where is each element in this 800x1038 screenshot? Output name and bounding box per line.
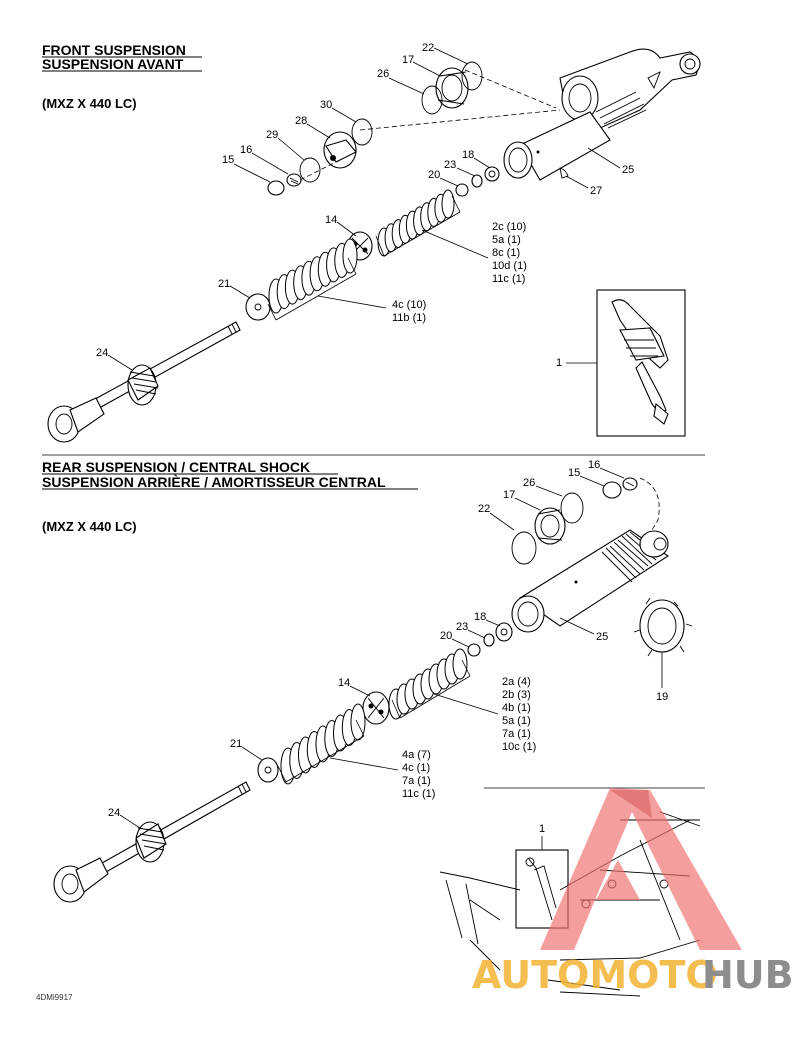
kit-item: 4b (1) [502, 702, 531, 714]
spring-disc [441, 189, 455, 219]
callout: 17 [503, 489, 515, 501]
callout: 24 [96, 347, 108, 359]
callout: 14 [338, 677, 350, 689]
kit-item: 2c (10) [492, 221, 526, 233]
rear-model: (MXZ X 440 LC) [42, 519, 137, 534]
rear-adjuster-collar [633, 597, 693, 657]
callout: 30 [320, 99, 332, 111]
rear-compression-piston [362, 691, 390, 725]
callout: 21 [230, 738, 242, 750]
rear-oring-26 [560, 492, 584, 524]
kit-item: 2a (4) [502, 676, 531, 688]
front-spring-stack-upper [377, 189, 455, 257]
callout: 25 [596, 631, 608, 643]
callout: 21 [218, 278, 230, 290]
callout: 20 [428, 169, 440, 181]
rear-callouts: 16 15 26 17 22 18 23 20 25 19 14 21 24 1 [108, 459, 668, 850]
kit-item: 11c (1) [492, 273, 525, 285]
callout: 23 [456, 621, 468, 633]
callout: 16 [240, 144, 252, 156]
watermark-logo: AUTOMOTO HUB [472, 788, 794, 997]
callout: 22 [478, 503, 490, 515]
drawing-code: 4DMi9917 [36, 993, 73, 1002]
callout: 1 [539, 823, 545, 835]
watermark-text-left: AUTOMOTO [472, 953, 718, 997]
front-piston [323, 118, 373, 169]
kit-item: 8c (1) [492, 247, 520, 259]
front-shaft [47, 321, 241, 443]
kit-item: 11b (1) [392, 312, 426, 324]
callout: 18 [462, 149, 474, 161]
kit-item: 10c (1) [502, 741, 536, 753]
front-shock-assembly [47, 48, 701, 443]
kit-item: 4a (7) [402, 749, 431, 761]
front-bushing [286, 173, 302, 187]
front-reservoir-body [559, 48, 701, 129]
front-title-fr: SUSPENSION AVANT [42, 56, 184, 72]
front-callouts: 22 17 26 30 28 29 16 15 23 18 20 25 27 1… [96, 42, 634, 371]
rear-kit-lower: 4a (7) 4c (1) 7a (1) 11c (1) [277, 719, 435, 800]
kit-item: 2b (3) [502, 689, 531, 701]
rear-spring-stack-lower [280, 703, 366, 785]
rear-title-en: REAR SUSPENSION / CENTRAL SHOCK [42, 459, 310, 475]
callout: 16 [588, 459, 600, 471]
front-inset-box [596, 289, 686, 437]
kit-item: 5a (1) [502, 715, 531, 727]
rear-kit-upper: 2a (4) 2b (3) 4b (1) 5a (1) 7a (1) 10c (… [391, 659, 536, 753]
front-ring [299, 157, 321, 183]
callout: 25 [622, 164, 634, 176]
callout: 24 [108, 807, 120, 819]
kit-item: 4c (1) [402, 762, 430, 774]
callout: 19 [656, 691, 668, 703]
rear-ring-22 [511, 531, 537, 565]
kit-item: 10d (1) [492, 260, 527, 272]
rear-cap [602, 481, 622, 499]
front-title-en: FRONT SUSPENSION [42, 42, 186, 58]
callout: 22 [422, 42, 434, 54]
front-kit-lower: 4c (10) 11b (1) [267, 257, 426, 324]
rear-washer-21 [257, 757, 279, 783]
callout: 20 [440, 630, 452, 642]
front-kit-upper: 2c (10) 5a (1) 8c (1) 10d (1) 11c (1) [375, 195, 527, 285]
kit-item: 5a (1) [492, 234, 521, 246]
callout: 1 [556, 357, 562, 369]
callout: 18 [474, 611, 486, 623]
rear-cylinder [511, 529, 669, 633]
front-washers [455, 166, 500, 197]
spring-disc [452, 648, 468, 680]
front-cap [267, 180, 285, 196]
callout: 27 [590, 185, 602, 197]
spring-disc [342, 238, 358, 274]
callout: 15 [222, 154, 234, 166]
kit-item: 7a (1) [502, 728, 531, 740]
front-seal-cap [421, 61, 483, 115]
callout: 26 [377, 68, 389, 80]
rear-washers [467, 622, 513, 657]
callout: 15 [568, 467, 580, 479]
kit-item: 4c (10) [392, 299, 426, 311]
rear-shock-assembly [53, 477, 693, 903]
rear-spring-stack-upper [388, 648, 468, 720]
callout: 29 [266, 129, 278, 141]
callout: 23 [444, 159, 456, 171]
rear-bushing [622, 477, 638, 491]
rear-seal-cap [534, 507, 566, 545]
front-cylinder [503, 111, 611, 181]
watermark-text-right: HUB [702, 953, 794, 997]
callout: 26 [523, 477, 535, 489]
front-washer-21 [245, 293, 271, 321]
kit-item: 7a (1) [402, 775, 431, 787]
rear-title-fr: SUSPENSION ARRIÈRE / AMORTISSEUR CENTRAL [42, 474, 386, 490]
callout: 28 [295, 115, 307, 127]
front-model: (MXZ X 440 LC) [42, 96, 137, 111]
front-spring-stack-lower [268, 238, 358, 314]
callout: 17 [402, 54, 414, 66]
kit-item: 11c (1) [402, 788, 435, 800]
callout: 14 [325, 214, 337, 226]
rear-shaft [53, 781, 251, 903]
